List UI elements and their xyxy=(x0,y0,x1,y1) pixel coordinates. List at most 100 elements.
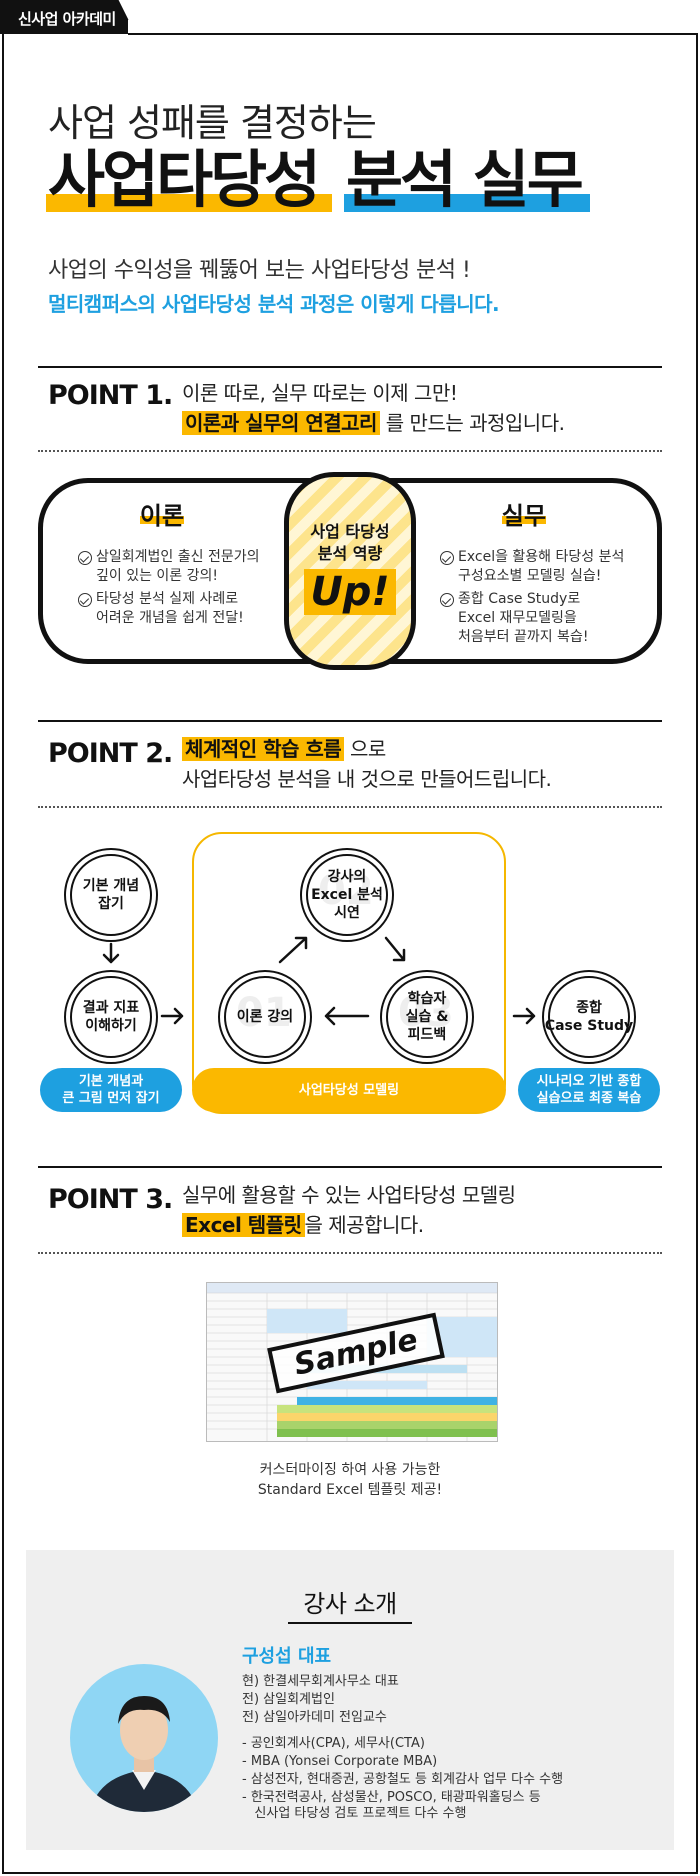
theory-item-2-line2: 어려운 개념을 쉽게 전달! xyxy=(96,610,244,626)
instructor-position-1: 현) 한결세무회계사무소 대표 xyxy=(242,1674,399,1689)
instructor-credential-3: - 삼성전자, 현대증권, 공항철도 등 회계감사 업무 다수 수행 xyxy=(242,1772,564,1787)
point2-line1: 체계적인 학습 흐름 으로 xyxy=(182,734,551,764)
demo-step-number: 02 xyxy=(318,868,374,914)
theory-item-2-line1: 타당성 분석 실제 사례로 xyxy=(96,591,239,607)
practice-item-1: Excel을 활용해 타당성 분석 구성요소별 모델링 실습! xyxy=(458,548,624,586)
basic-concept-line2: 잡기 xyxy=(98,896,124,912)
hero-title-part1: 사업타당성 xyxy=(48,143,321,216)
check-circle-icon xyxy=(78,593,92,607)
point1-label: POINT 1. xyxy=(48,380,173,411)
left-pill-line2: 큰 그림 먼저 잡기 xyxy=(62,1091,160,1106)
point3-top-rule xyxy=(38,1166,662,1168)
caption-line1: 커스터마이징 하여 사용 가능한 xyxy=(259,1462,441,1478)
theory-title-underline xyxy=(140,516,184,524)
point3-dotted-rule xyxy=(38,1252,662,1254)
point2-text: 체계적인 학습 흐름 으로 사업타당성 분석을 내 것으로 만들어드립니다. xyxy=(182,734,552,794)
practice-item-2: 종합 Case Study로 Excel 재무모델링을 처음부터 끝까지 복습! xyxy=(458,590,588,647)
hero-title-part2: 분석 실무 xyxy=(346,143,584,216)
basic-concept-line1: 기본 개념 xyxy=(82,878,140,894)
point1-line2-rest: 를 만드는 과정입니다. xyxy=(379,411,565,435)
spreadsheet-image xyxy=(207,1283,497,1441)
academy-tab-label: 신사업 아카데미 xyxy=(18,10,116,28)
up-label: Up! xyxy=(289,569,411,615)
left-pill-line1: 기본 개념과 xyxy=(78,1074,144,1089)
hero-subtitle: 사업 성패를 결정하는 xyxy=(48,101,377,145)
instructor-avatar xyxy=(70,1664,218,1812)
instructor-credential-4: - 한국전력공사, 삼성물산, POSCO, 태광파워홀딩스 등 xyxy=(242,1790,541,1805)
point1-line1: 이론 따로, 실무 따로는 이제 그만! xyxy=(182,381,458,405)
template-caption: 커스터마이징 하여 사용 가능한 Standard Excel 템플릿 제공! xyxy=(0,1460,700,1500)
practice-line1: 학습자 xyxy=(407,991,447,1007)
arrow-down-icon xyxy=(102,942,120,964)
demo-line2: Excel 분석 xyxy=(311,887,383,903)
point2-label: POINT 2. xyxy=(48,738,173,769)
check-circle-icon xyxy=(440,551,454,565)
practice-item-1-line1: Excel을 활용해 타당성 분석 xyxy=(458,549,625,565)
capability-line1: 사업 타당성 xyxy=(310,522,390,541)
instructor-section: 강사 소개 구성섭 대표 현) 한결세무회계사무소 대표 전) 삼일회계법인 전… xyxy=(26,1550,674,1850)
hero-title-underline-2 xyxy=(344,194,590,212)
point3-line2-rest: 을 제공합니다. xyxy=(304,1213,425,1237)
case-line1: 종합 xyxy=(576,1000,602,1016)
point3-highlight: Excel 템플릿 xyxy=(182,1213,305,1237)
arrow-right-icon xyxy=(160,1007,184,1025)
practice-item-2-line1: 종합 Case Study로 xyxy=(458,591,581,607)
instructor-credential-5: 신사업 타당성 검토 프로젝트 다수 수행 xyxy=(242,1806,467,1821)
right-pill-line1: 시나리오 기반 종합 xyxy=(536,1074,642,1089)
modeling-pill-label: 사업타당성 모델링 xyxy=(298,1082,400,1098)
intro-line-1: 사업의 수익성을 꿰뚫어 보는 사업타당성 분석 ! xyxy=(48,258,471,283)
intro-line-2: 멀티캠퍼스의 사업타당성 분석 과정은 이렇게 다릅니다. xyxy=(48,292,500,316)
metrics-line1: 결과 지표 xyxy=(82,1000,140,1016)
capability-up-badge: 사업 타당성 분석 역량 Up! xyxy=(284,472,416,670)
practice-step-number: 03 xyxy=(398,990,454,1036)
capability-line2: 분석 역량 xyxy=(317,544,383,563)
theory-item-1: 삼일회계법인 출신 전문가의 깊이 있는 이론 강의! xyxy=(96,548,259,586)
arrow-left-icon xyxy=(324,1006,370,1026)
point2-line2: 사업타당성 분석을 내 것으로 만들어드립니다. xyxy=(182,767,552,791)
arrow-down-right-icon xyxy=(384,936,406,962)
right-pill-line2: 실습으로 최종 복습 xyxy=(536,1091,642,1106)
point2-line1-rest: 으로 xyxy=(344,737,386,761)
metrics-line2: 이해하기 xyxy=(85,1018,137,1034)
instructor-position-2: 전) 삼일회계법인 xyxy=(242,1692,335,1707)
tab-shape xyxy=(0,0,698,35)
instructor-credential-1: - 공인회계사(CPA), 세무사(CTA) xyxy=(242,1736,425,1751)
practice-title-underline xyxy=(502,516,546,524)
practice-title: 실무 xyxy=(501,502,547,530)
point1-text: 이론 따로, 실무 따로는 이제 그만! 이론과 실무의 연결고리 를 만드는 … xyxy=(182,378,565,438)
point1-highlight: 이론과 실무의 연결고리 xyxy=(182,411,380,435)
point3-label: POINT 3. xyxy=(48,1184,173,1215)
point2-dotted-rule xyxy=(38,806,662,808)
practice-line3: 피드백 xyxy=(407,1027,447,1043)
arrow-up-right-icon xyxy=(278,936,308,964)
theory-item-1-line1: 삼일회계법인 출신 전문가의 xyxy=(96,549,260,565)
hero-title-underline-1 xyxy=(46,194,332,212)
instructor-title-underline xyxy=(288,1622,412,1624)
capability-text: 사업 타당성 분석 역량 xyxy=(289,521,411,565)
theory-step-number: 01 xyxy=(236,990,292,1036)
point1-top-rule xyxy=(38,366,662,368)
practice-line2: 실습 & xyxy=(405,1009,449,1025)
point3-line1: 실무에 활용할 수 있는 사업타당성 모델링 xyxy=(182,1183,516,1207)
demo-line1: 강사의 xyxy=(327,869,367,885)
theory-lecture-label: 이론 강의 xyxy=(236,1009,294,1025)
check-circle-icon xyxy=(440,593,454,607)
demo-line3: 시연 xyxy=(334,905,360,921)
point1-line2: 이론과 실무의 연결고리 를 만드는 과정입니다. xyxy=(182,408,565,438)
instructor-section-title: 강사 소개 xyxy=(303,1590,397,1618)
practice-item-1-line2: 구성요소별 모델링 실습! xyxy=(458,568,602,584)
top-tab-bar: 신사업 아카데미 xyxy=(0,0,700,36)
point2-top-rule xyxy=(38,720,662,722)
modeling-box xyxy=(192,832,506,1114)
person-icon xyxy=(90,1696,198,1812)
